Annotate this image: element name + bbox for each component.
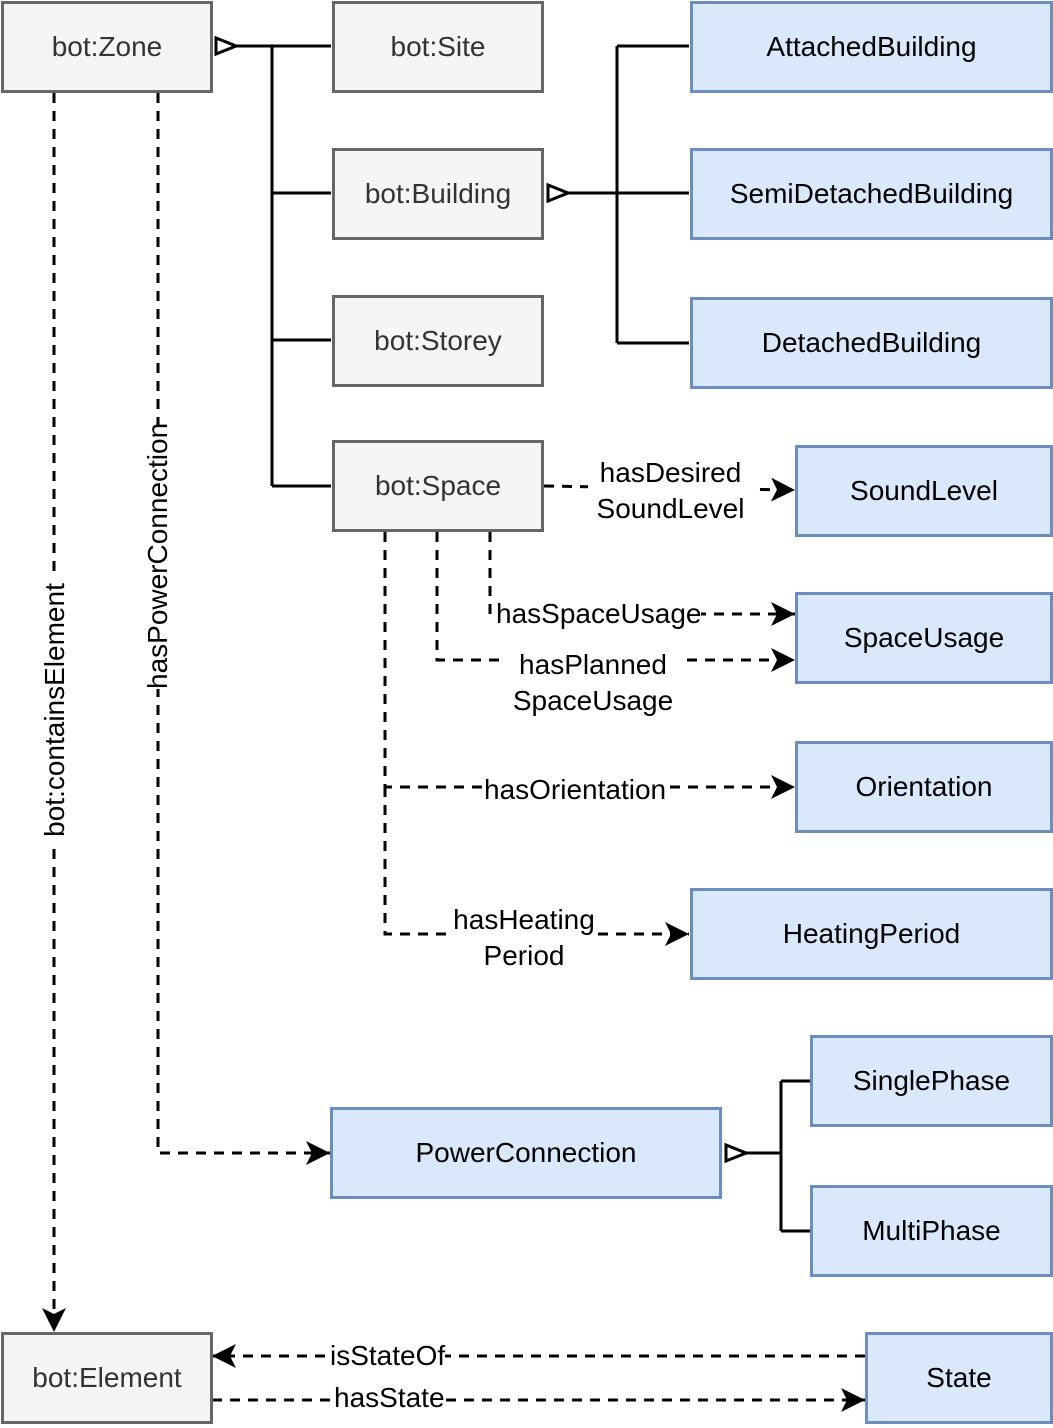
node-attached-building[interactable]: AttachedBuilding [690,1,1053,93]
node-space-usage[interactable]: SpaceUsage [795,592,1053,684]
node-label: SinglePhase [852,1065,1011,1096]
edge-label-has-orientation: hasOrientation [484,772,667,808]
node-bot-space[interactable]: bot:Space [332,440,544,532]
node-label: bot:Zone [51,31,163,62]
node-label: SpaceUsage [843,622,1005,653]
edge-label-line: hasHeating [453,902,595,938]
edge-label-has-space-usage: hasSpaceUsage [496,596,702,632]
node-sound-level[interactable]: SoundLevel [795,445,1053,537]
node-multi-phase[interactable]: MultiPhase [810,1185,1053,1277]
edge-label-has-power-connection: hasPowerConnection [140,423,176,689]
node-heating-period[interactable]: HeatingPeriod [690,888,1053,980]
node-label: HeatingPeriod [782,918,961,949]
node-label: Orientation [855,771,993,802]
node-state[interactable]: State [865,1332,1053,1424]
node-label: PowerConnection [415,1137,637,1168]
edge-label-has-heating-period: hasHeating Period [444,902,604,974]
node-label: bot:Space [374,470,502,501]
node-bot-building[interactable]: bot:Building [332,148,544,240]
edge-has-desired-sound-level [543,477,796,502]
node-power-connection[interactable]: PowerConnection [330,1107,722,1199]
edge-label-line: Period [483,938,565,974]
edge-has-space-usage [488,532,795,626]
node-label: bot:Site [390,31,486,62]
edge-label-has-desired-sound-level: hasDesired SoundLevel [588,455,753,527]
edge-label-contains-element: bot:containsElement [37,575,73,845]
edge-label-line: SoundLevel [596,493,745,524]
node-label: MultiPhase [862,1215,1001,1246]
edge-label-is-state-of: isStateOf [330,1338,446,1374]
edge-label-line: hasPlanned [519,649,667,680]
edge-label-has-planned-space-usage: hasPlanned SpaceUsage [503,647,683,719]
node-label: SoundLevel [850,475,998,506]
node-label: bot:Element [32,1362,182,1393]
edge-has-power-connection [156,93,330,1165]
node-single-phase[interactable]: SinglePhase [810,1035,1053,1127]
node-label: State [926,1362,992,1393]
edge-label-line: SpaceUsage [512,685,674,716]
node-semi-detached-building[interactable]: SemiDetachedBuilding [690,148,1053,240]
node-detached-building[interactable]: DetachedBuilding [690,297,1053,389]
node-bot-site[interactable]: bot:Site [332,1,544,93]
edge-label-has-state: hasState [334,1380,445,1416]
node-bot-storey[interactable]: bot:Storey [332,295,544,387]
node-label: AttachedBuilding [766,31,977,62]
node-bot-zone[interactable]: bot:Zone [1,1,213,93]
node-label: bot:Building [364,178,512,209]
node-label: bot:Storey [374,325,502,356]
node-label: DetachedBuilding [761,327,982,358]
node-bot-element[interactable]: bot:Element [1,1332,213,1424]
node-orientation[interactable]: Orientation [795,741,1053,833]
edge-label-line: hasDesired [599,457,742,488]
node-label: SemiDetachedBuilding [729,178,1014,209]
